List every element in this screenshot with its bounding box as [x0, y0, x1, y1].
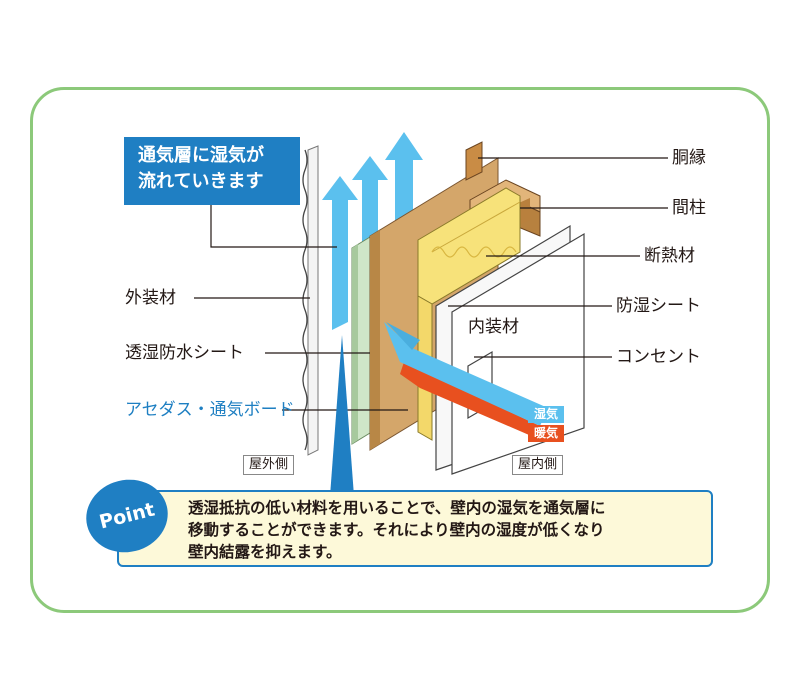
- furring-strip: [465, 141, 483, 181]
- label-stud: 間柱: [672, 198, 706, 218]
- point-line-2: 移動することができます。それにより壁内の湿度が低くなり: [188, 521, 605, 539]
- air-flow-callout: 通気層に湿気が 流れていきます: [124, 137, 300, 205]
- label-insulation: 断熱材: [644, 246, 695, 266]
- point-line-3: 壁内結露を抑えます。: [188, 543, 342, 561]
- label-interior-material: 内装材: [468, 317, 519, 337]
- point-pointer: [330, 335, 354, 496]
- tag-indoor-side: 屋内側: [512, 455, 564, 475]
- point-box: [117, 490, 713, 567]
- exterior-cladding: [307, 145, 319, 456]
- humid-air-flow: [384, 322, 548, 426]
- label-exterior-material: 外装材: [125, 288, 176, 308]
- callout-line-1: 通気層に湿気が: [138, 145, 264, 166]
- label-outlet: コンセント: [616, 347, 701, 367]
- label-moisture-permeable-sheet: 透湿防水シート: [125, 343, 244, 363]
- tag-outdoor-side: 屋外側: [243, 455, 295, 475]
- callout-line-2: 流れていきます: [138, 171, 264, 192]
- tag-humid-air: 湿気: [528, 406, 565, 423]
- label-asedas-board: アセダス・通気ボード: [125, 400, 295, 420]
- air-flow-arrows: [322, 132, 423, 330]
- point-line-1: 透湿抵抗の低い材料を用いることで、壁内の湿気を通気層に: [188, 499, 606, 517]
- tag-warm-air: 暖気: [528, 425, 565, 442]
- warm-air-flow: [400, 362, 540, 438]
- cladding-wave-edge: [302, 149, 308, 451]
- label-furring-strip: 胴縁: [672, 148, 706, 168]
- leader-lines: [194, 157, 668, 411]
- point-text: 透湿抵抗の低い材料を用いることで、壁内の湿気を通気層に 移動することができます。…: [188, 497, 605, 563]
- label-vapor-barrier: 防湿シート: [616, 296, 701, 316]
